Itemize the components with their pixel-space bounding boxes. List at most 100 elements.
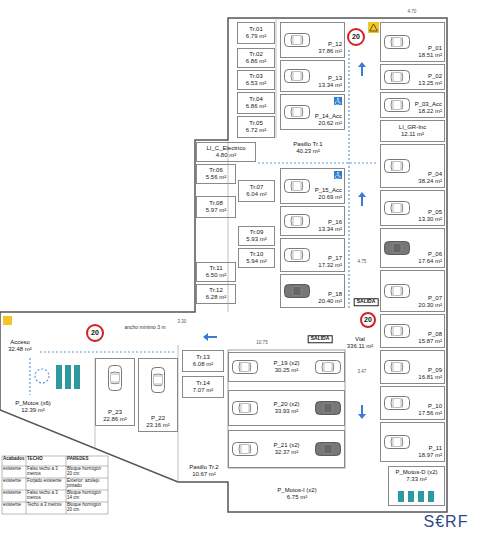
space-area: 6.08 m²	[193, 361, 213, 368]
corridor-area: Pasillo Tr.210.67 m²	[182, 462, 226, 480]
space-name: Pasillo Tr.2	[189, 464, 218, 471]
building-outline	[0, 18, 447, 512]
parking-space: P_0513.30 m²	[380, 190, 445, 226]
space-name: Tr.13	[196, 354, 209, 361]
parked-car	[152, 368, 165, 393]
table-cell: Forjado existente	[27, 479, 65, 484]
space-name: P_Motos-I (x2)	[277, 487, 316, 494]
table-cell: Bloque hormigón 14 cm	[67, 491, 107, 501]
parking-space: P_0720.30 m²	[380, 270, 445, 312]
space-name: Pasillo Tr.1	[293, 141, 322, 148]
space-area: 12.11 m²	[401, 131, 424, 138]
parked-car	[285, 285, 310, 298]
space-name: P_11	[428, 445, 442, 452]
space-area: 13.25 m²	[418, 80, 442, 87]
parking-space: P_0617.64 m²	[380, 228, 445, 268]
storage-room: Tr.076.04 m²	[238, 180, 275, 202]
motorcycle-bay	[65, 365, 71, 389]
direction-arrow	[203, 333, 217, 341]
space-area: 6.53 m²	[246, 80, 266, 87]
warning-sign	[370, 24, 378, 31]
space-name: Tr.12	[209, 287, 222, 294]
parking-space: P_0916.81 m²	[380, 350, 445, 384]
walkway-line	[29, 358, 30, 395]
motorcycle-bay	[428, 491, 434, 502]
walkway-line	[35, 369, 49, 383]
accessible-sign	[334, 171, 342, 179]
entrance-area: Acceso32.48 m²	[2, 336, 38, 356]
space-area: 12.39 m²	[21, 407, 45, 414]
parked-car	[285, 70, 310, 83]
dimension: 4.75	[357, 260, 368, 265]
space-area: 5.56 m²	[206, 174, 226, 181]
space-area: 40.23 m²	[296, 148, 320, 155]
parked-car	[385, 202, 410, 215]
space-name: P_Motos (x6)	[15, 400, 51, 407]
space-area: 20.69 m²	[318, 194, 342, 201]
space-name: P_23	[108, 409, 122, 416]
space-area: 7.07 m²	[193, 387, 213, 394]
space-name: P_15_Acc	[315, 187, 342, 194]
parking-space: P_1820.40 m²	[280, 274, 345, 308]
parked-car	[233, 361, 258, 374]
space-name: P_17	[328, 255, 342, 262]
width-note: ancho mínimo 3 m	[124, 325, 165, 331]
space-area: 17.64 m²	[418, 258, 442, 265]
dimension: 10.75	[255, 341, 268, 346]
motorcycle-bay	[56, 365, 62, 389]
parked-car	[285, 34, 310, 47]
space-area: 5.94 m²	[246, 258, 266, 265]
parking-space: P_0815.87 m²	[380, 314, 445, 348]
space-area: 13.34 m²	[318, 226, 342, 233]
finish-table	[2, 456, 108, 514]
building-outline	[0, 18, 447, 512]
storage-room: Tr.095.93 m²	[238, 226, 275, 246]
parking-space: P_15_Acc20.69 m²	[280, 168, 345, 204]
walkway-line	[258, 162, 378, 163]
dimension: 3.30	[177, 320, 188, 325]
space-area: 13.34 m²	[318, 82, 342, 89]
space-name: Tr.04	[249, 96, 262, 103]
finish-table	[2, 456, 108, 514]
warning-sign	[368, 22, 379, 33]
space-name: Tr.02	[249, 51, 262, 58]
space-name: P_08	[428, 331, 442, 338]
space-area: 4.80 m²	[216, 152, 236, 159]
motorcycle-bay	[74, 365, 80, 389]
space-area: 32.37 m²	[275, 449, 299, 456]
speed-limit: 20	[352, 33, 360, 41]
space-area: 18.97 m²	[418, 452, 442, 459]
space-name: P_09	[428, 367, 442, 374]
space-area: 6.79 m²	[246, 33, 266, 40]
table-header: Acabados	[3, 457, 26, 462]
parked-car	[285, 106, 310, 119]
space-name: P_16	[328, 219, 342, 226]
speed-limit: 20	[91, 329, 99, 337]
parking-space: P_1717.32 m²	[280, 238, 345, 272]
storage-room: Tr.026.86 m²	[237, 48, 275, 68]
space-name: Tr.06	[209, 167, 222, 174]
exit-sign: SALIDA	[354, 298, 379, 306]
space-name: P_04	[428, 171, 442, 178]
space-name: Acceso	[10, 339, 30, 346]
space-area: 17.56 m²	[418, 410, 442, 417]
dimension: 4.70	[407, 10, 418, 15]
utility-room: LI_GR-Inc12.11 m²	[380, 120, 445, 142]
space-area: 18.51 m²	[418, 52, 442, 59]
building-outline	[228, 140, 229, 312]
space-name: P_05	[428, 209, 442, 216]
corridor-area: Pasillo Tr.140.23 m²	[278, 138, 338, 158]
space-name: Tr.01	[249, 26, 262, 33]
space-area: 16.81 m²	[418, 374, 442, 381]
parking-space: P_03_Acc18.22 m²	[380, 92, 445, 118]
space-area: 20.62 m²	[318, 120, 342, 127]
space-name: P_Motos-D (x2)	[395, 469, 437, 476]
finish-table	[26, 456, 27, 514]
space-area: 5.93 m²	[246, 236, 266, 243]
storage-room: Tr.065.56 m²	[196, 164, 236, 184]
storage-room: Tr.016.79 m²	[237, 22, 275, 44]
table-cell: Techo a 3 metros	[27, 503, 65, 508]
parking-space: P_19 (x2)30.25 m²	[228, 352, 345, 382]
table-cell: Exterior: azulejo pintado	[67, 479, 107, 489]
space-area: 38.24 m²	[418, 178, 442, 185]
